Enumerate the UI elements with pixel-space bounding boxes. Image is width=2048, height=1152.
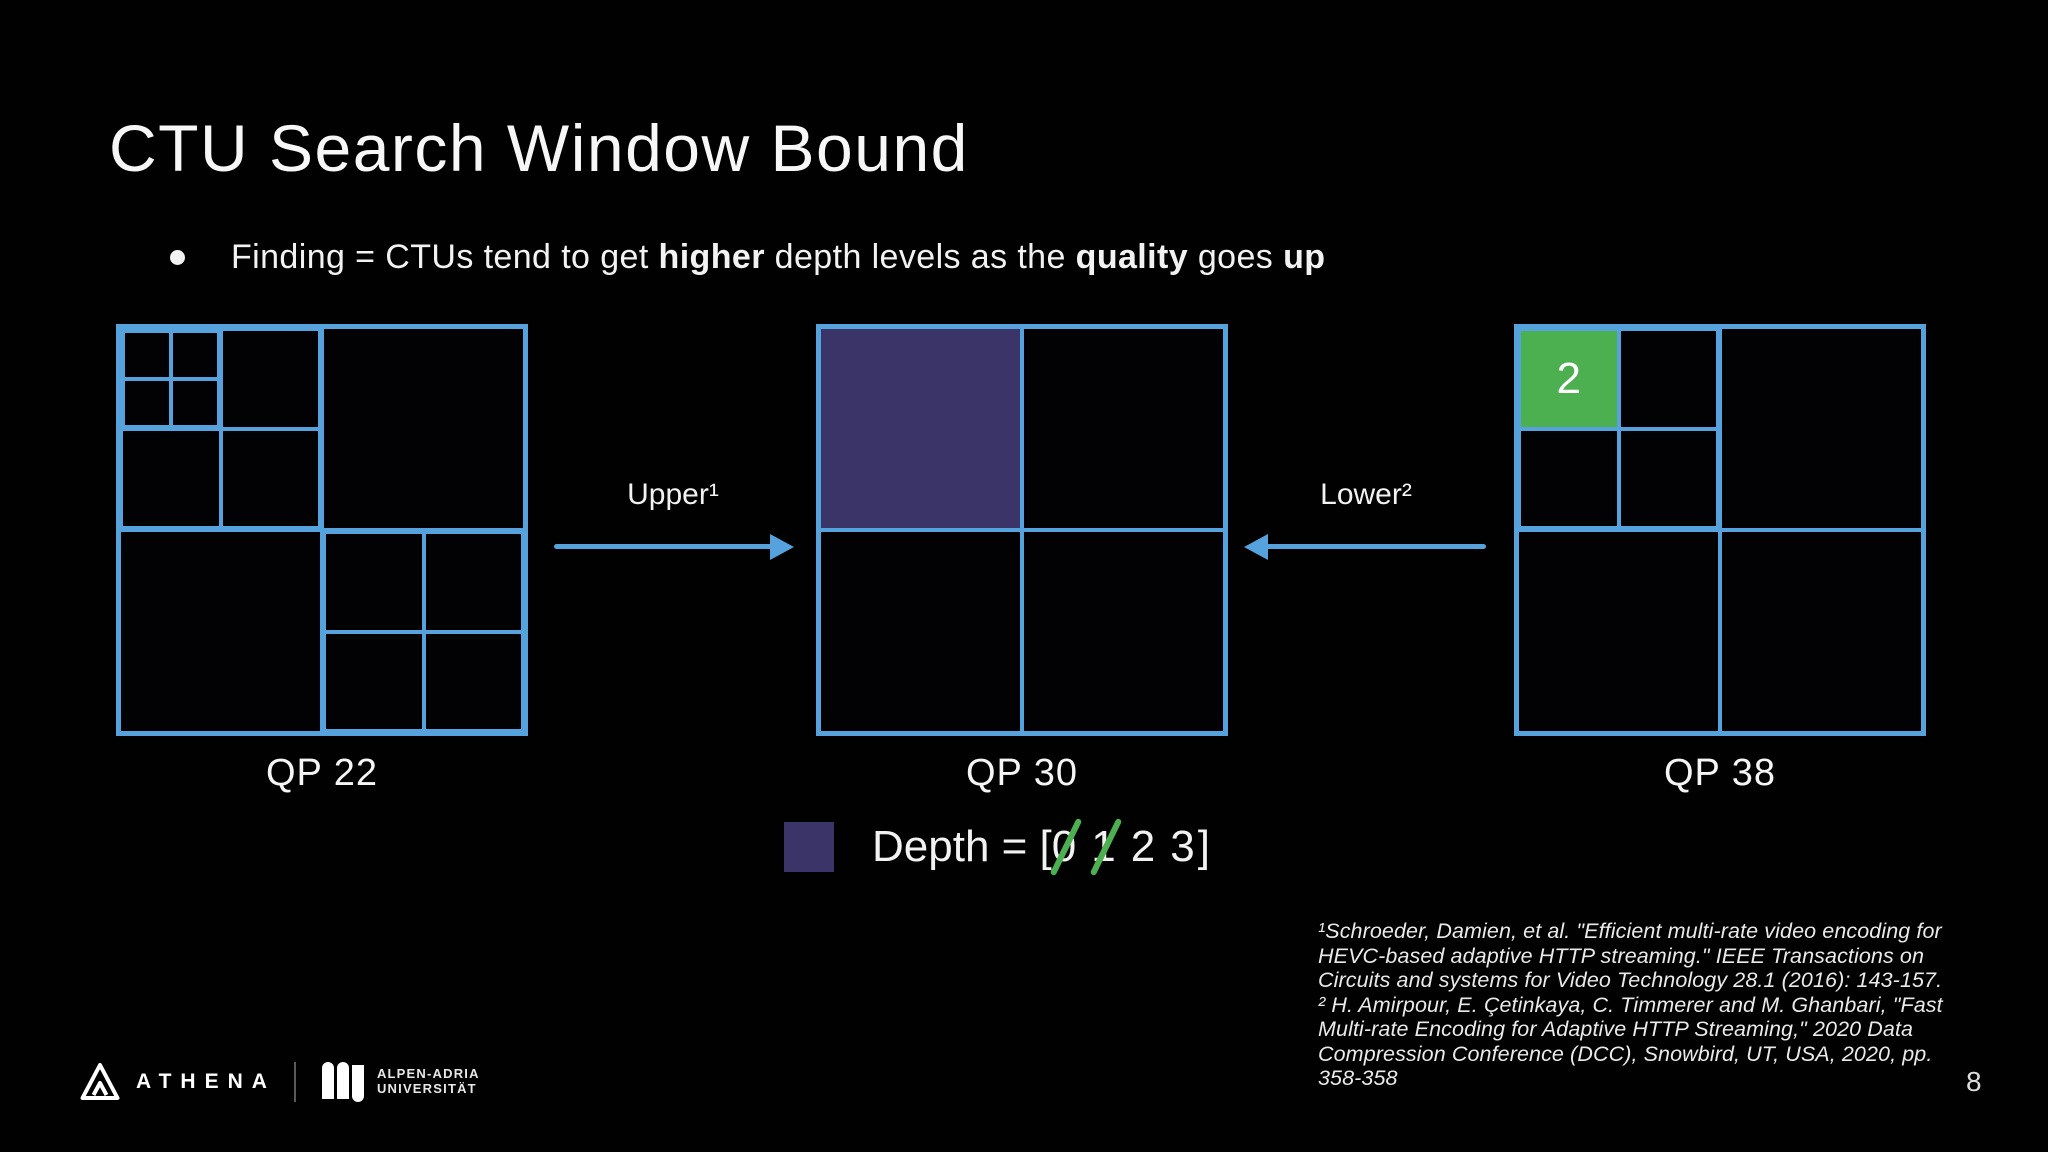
- university-wordmark: ALPEN-ADRIA UNIVERSITÄT: [376, 1066, 480, 1097]
- university-name-line2: UNIVERSITÄT: [376, 1081, 477, 1096]
- bullet-bold-word: higher: [658, 238, 765, 276]
- ctu-block: [423, 631, 523, 731]
- ctu-block: [119, 327, 322, 530]
- depth-value-2: 2: [1130, 822, 1156, 871]
- ctu-block: [121, 428, 221, 528]
- depth-value-0: 0: [1051, 822, 1077, 871]
- depth-legend-prefix: Depth = [: [872, 822, 1052, 871]
- ctu-block: [1022, 530, 1225, 733]
- qp22-label: QP 22: [265, 752, 379, 794]
- depth-swatch-icon: [784, 822, 834, 872]
- bullet-segment: depth levels as the: [764, 238, 1076, 276]
- university-logo-icon: [321, 1062, 367, 1102]
- ctu-block: 2: [1517, 327, 1720, 530]
- bullet-segment: Finding = CTUs tend to get: [231, 238, 659, 276]
- ctu-block: [322, 530, 525, 733]
- ctu-block: [123, 378, 171, 427]
- ctu-block: [1618, 329, 1718, 429]
- footer-logos: ATHENA ALPEN-ADRIA UNIVERSITÄT: [80, 1056, 480, 1108]
- lower-bound-arrow: Lower²: [1246, 478, 1486, 574]
- ctu-block: [220, 329, 320, 429]
- footer-divider: [293, 1062, 296, 1102]
- ctu-block: [423, 532, 523, 632]
- university-name-line1: ALPEN-ADRIA: [376, 1066, 480, 1082]
- qp38-label: QP 38: [1663, 752, 1777, 794]
- upper-bound-arrow: Upper¹: [554, 478, 792, 574]
- depth-value-3: 3: [1170, 822, 1195, 871]
- bullet-text: Finding = CTUs tend to get higher depth …: [231, 238, 1325, 277]
- ctu-block: [1022, 327, 1225, 530]
- ctu-diagram-qp22: [116, 324, 528, 736]
- ctu-block: [1720, 327, 1923, 530]
- athena-logo-icon: [80, 1063, 120, 1100]
- page-title: CTU Search Window Bound: [109, 111, 969, 185]
- ctu-block: [1519, 428, 1619, 528]
- left-arrow-icon: [1266, 544, 1486, 549]
- upper-arrow-label: Upper¹: [627, 478, 719, 511]
- ctu-block: [1720, 530, 1923, 733]
- athena-wordmark: ATHENA: [136, 1070, 276, 1093]
- bullet-bold-word: quality: [1075, 238, 1189, 276]
- ctu-block: [123, 331, 171, 379]
- ctu-block: [819, 530, 1022, 733]
- ctu-block: [819, 327, 1022, 530]
- ctu-diagram-qp38: 2: [1514, 324, 1926, 736]
- page-number: 8: [1966, 1066, 1982, 1097]
- ctu-block: [119, 530, 322, 733]
- bullet-bold-word: up: [1283, 238, 1326, 276]
- bullet-segment: goes: [1188, 238, 1284, 276]
- right-arrow-icon: [554, 544, 772, 549]
- ctu-block: [1517, 530, 1720, 733]
- lower-arrow-label: Lower²: [1320, 478, 1412, 511]
- ctu-block: [322, 327, 525, 530]
- ctu-block: [170, 378, 219, 427]
- bullet-icon: [170, 250, 185, 265]
- depth-value-1: 1: [1091, 822, 1116, 871]
- finding-bullet: Finding = CTUs tend to get higher depth …: [170, 238, 1325, 277]
- ctu-block: [1618, 428, 1718, 528]
- references: ¹Schroeder, Damien, et al. "Efficient mu…: [1318, 919, 1966, 1091]
- ctu-block: [121, 329, 221, 429]
- reference-1: ¹Schroeder, Damien, et al. "Efficient mu…: [1318, 919, 1943, 992]
- ctu-block: [324, 532, 424, 632]
- ctu-diagram-qp30: [816, 324, 1228, 736]
- ctu-block: [220, 428, 320, 528]
- depth-legend-suffix: ]: [1197, 822, 1210, 871]
- ctu-block: [324, 631, 424, 731]
- qp30-label: QP 30: [965, 752, 1079, 794]
- ctu-block: [170, 331, 219, 379]
- reference-2: ² H. Amirpour, E. Çetinkaya, C. Timmerer…: [1318, 992, 1943, 1091]
- ctu-block: 2: [1519, 329, 1619, 429]
